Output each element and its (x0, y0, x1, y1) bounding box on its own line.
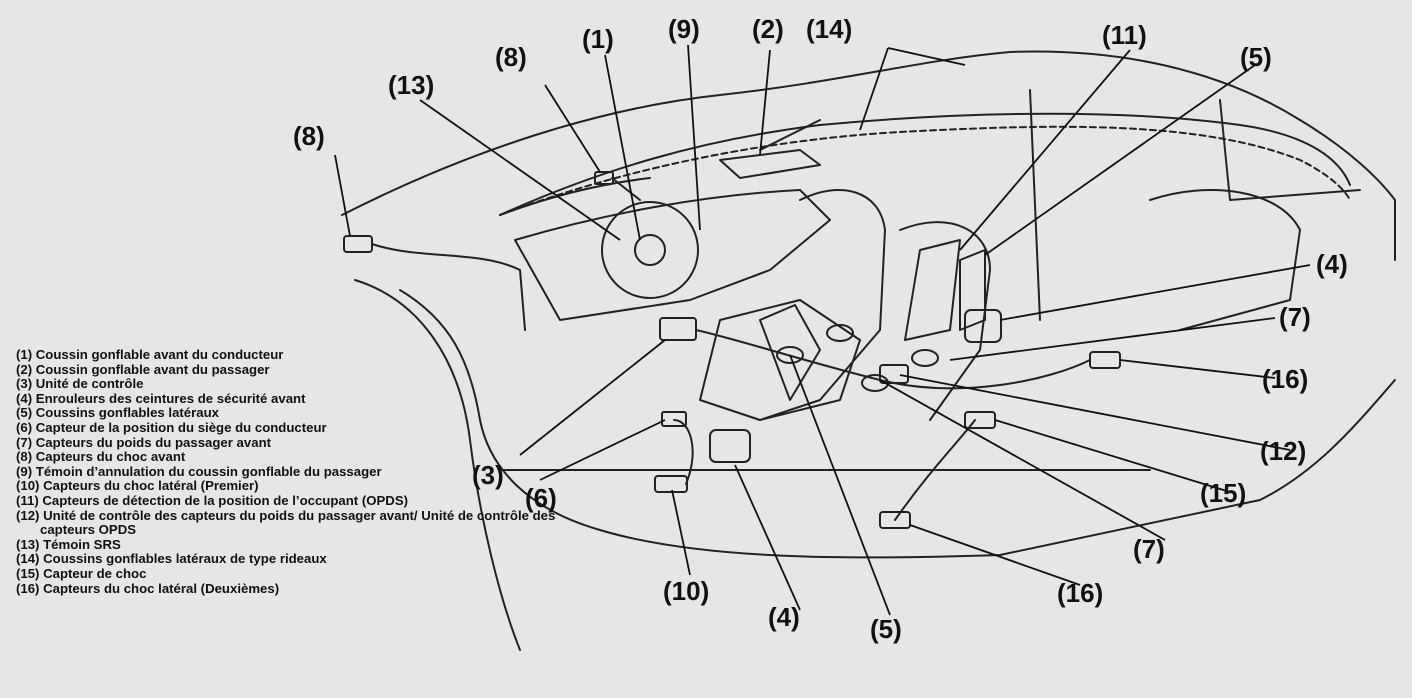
side-impact-sensor-second-rear (879, 511, 911, 529)
legend-item: (6) Capteur de la position du siège du c… (16, 419, 327, 435)
steering-hub (634, 234, 666, 266)
legend-item: (8) Capteurs du choc avant (16, 449, 186, 465)
legend: (1) Coussin gonflable avant du conducteu… (16, 347, 570, 596)
dashboard (514, 189, 831, 321)
side-impact-sensor-second-upper (1089, 351, 1121, 369)
callout-4-right: (4) (1316, 249, 1348, 279)
legend-item: (2) Coussin gonflable avant du passager (16, 361, 270, 377)
legend-item: (7) Capteurs du poids du passager avant (16, 434, 272, 450)
weight-sensor-1 (826, 324, 854, 342)
callout-16-right: (16) (1262, 364, 1309, 394)
callout-13: (13) (388, 70, 435, 100)
callout-16-bottom: (16) (1057, 578, 1104, 608)
callout-11: (11) (1102, 20, 1147, 50)
passenger-seatbelt-retractor (964, 309, 1002, 343)
weight-sensor-4 (776, 346, 804, 364)
legend-item: (11) Capteurs de détection de la positio… (16, 492, 409, 508)
car-body-outline (341, 50, 1396, 559)
callout-15: (15) (1200, 478, 1247, 508)
callout-12: (12) (1260, 436, 1307, 466)
callout-2: (2) (752, 14, 784, 44)
legend-item: (12) Unité de contrôle des capteurs du p… (16, 507, 556, 538)
steering-wheel (601, 201, 699, 299)
driver-seat-position-sensor (661, 411, 687, 427)
b-pillar (1029, 89, 1041, 321)
driver-seat-cushion (699, 299, 861, 421)
callout-9: (9) (668, 14, 700, 44)
callout-8-top: (8) (495, 42, 527, 72)
callout-1: (1) (582, 24, 614, 54)
opds-sensor-strip (904, 239, 961, 341)
callout-7-right: (7) (1279, 302, 1311, 332)
callout-5-bottom: (5) (870, 614, 902, 644)
callout-5-top: (5) (1240, 42, 1272, 72)
rear-seat (1149, 189, 1301, 331)
callout-14: (14) (806, 14, 853, 44)
side-impact-sensor-first (654, 475, 688, 493)
passenger-airbag-panel (719, 149, 821, 179)
legend-item: (9) Témoin d’annulation du coussin gonfl… (16, 463, 382, 479)
weight-sensor-2 (911, 349, 939, 367)
front-fender (354, 279, 521, 651)
legend-item: (5) Coussins gonflables latéraux (16, 405, 219, 421)
front-impact-sensor-left (343, 235, 373, 253)
passenger-seat-back (899, 221, 991, 421)
weight-sensor-3 (861, 374, 889, 392)
srs-control-unit (659, 317, 697, 341)
legend-item: (15) Capteur de choc (16, 565, 147, 581)
legend-item: (14) Coussins gonflables latéraux de typ… (16, 551, 327, 567)
windshield-frame (499, 119, 821, 216)
side-airbag-driver (759, 304, 821, 401)
callout-10: (10) (663, 576, 710, 606)
driver-seat-back (759, 189, 886, 421)
callout-7-bottom: (7) (1133, 534, 1165, 564)
legend-item: (13) Témoin SRS (16, 536, 121, 552)
side-airbag-passenger (959, 249, 986, 331)
callout-6: (6) (525, 483, 557, 513)
legend-item: (3) Unité de contrôle (16, 376, 144, 392)
curtain-airbag (499, 125, 1351, 216)
callout-3: (3) (472, 460, 504, 490)
driver-seatbelt-retractor (709, 429, 751, 463)
rear-window (1219, 99, 1361, 201)
legend-item: (4) Enrouleurs des ceintures de sécurité… (16, 390, 306, 406)
legend-item: (10) Capteurs du choc latéral (Premier) (16, 478, 259, 494)
legend-item: (16) Capteurs du choc latéral (Deuxièmes… (16, 580, 280, 596)
legend-item: (1) Coussin gonflable avant du conducteu… (16, 347, 284, 362)
callout-4-bottom: (4) (768, 602, 800, 632)
callout-8-left: (8) (293, 121, 325, 151)
roof-rail (499, 112, 1351, 216)
